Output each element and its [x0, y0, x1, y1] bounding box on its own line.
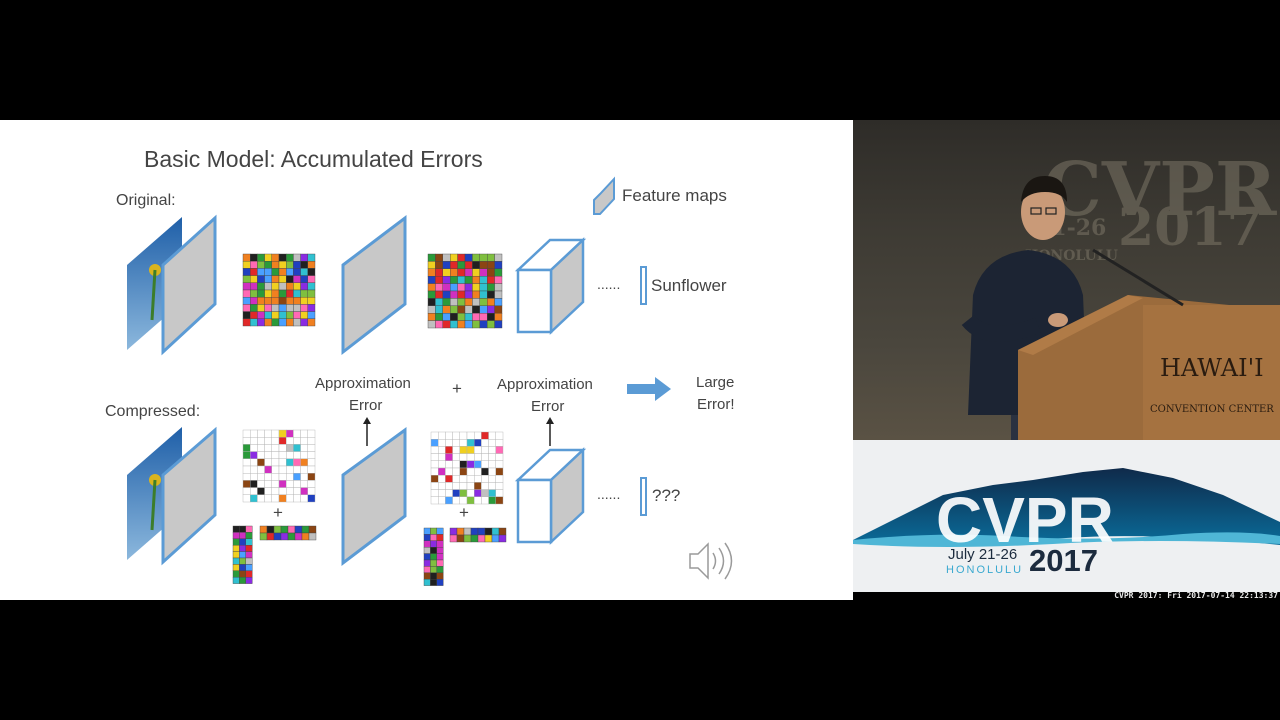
backdrop-year: 2017	[1118, 197, 1263, 258]
legend-label: Feature maps	[622, 186, 727, 205]
plus-between-errors: +	[452, 379, 462, 398]
banner-city: HONOLULU	[946, 564, 1023, 576]
sparse-matrix-2	[430, 431, 504, 505]
mountain-graphic	[853, 468, 1280, 545]
banner-year: 2017	[1029, 543, 1098, 578]
original-row-label: Original:	[116, 192, 176, 209]
plus-below-grid-2: +	[459, 503, 469, 522]
cvpr-banner: CVPR July 21-26 HONOLULU 2017	[853, 440, 1280, 592]
feature-cube-top	[514, 237, 587, 335]
feature-map-1-top	[161, 214, 217, 356]
input-image-compressed	[127, 427, 182, 560]
ellipsis-bottom: ......	[597, 486, 621, 502]
feature-cube-bottom	[514, 447, 587, 545]
banner-dates: July 21-26	[948, 546, 1017, 563]
result-line2: Error!	[697, 396, 735, 413]
slide-title: Basic Model: Accumulated Errors	[144, 146, 483, 172]
podium-title: HAWAI'I	[1160, 354, 1264, 382]
compressed-row-label: Compressed:	[105, 403, 201, 420]
weight-matrix-1-top	[242, 253, 316, 327]
podium-subtitle: CONVENTION CENTER	[1150, 404, 1274, 415]
presentation-slide: Basic Model: Accumulated Errors Original…	[0, 120, 853, 600]
sparse-matrix-1	[242, 429, 316, 503]
banner-brand: CVPR	[936, 484, 1114, 556]
feature-map-legend-icon	[593, 176, 615, 215]
feature-map-1-bottom	[161, 426, 217, 566]
ellipsis-top: ......	[597, 276, 621, 292]
podium: HAWAI'I CONVENTION CENTER	[1018, 248, 1280, 440]
approx-error-arrow-1	[363, 417, 371, 446]
output-label-top: Sunflower	[651, 276, 727, 295]
speaker-icon	[689, 542, 733, 580]
feature-map-2-top	[341, 214, 407, 356]
output-label-bottom: ???	[652, 486, 681, 505]
approx-error-2-line2: Error	[531, 398, 565, 415]
backdrop-logo: CVPR	[1043, 147, 1277, 233]
result-line1: Large	[696, 374, 735, 391]
output-vector-top	[640, 266, 647, 305]
wave-graphic	[853, 532, 1280, 547]
input-image-original	[127, 217, 182, 350]
approx-error-2-line1: Approximation	[497, 376, 593, 393]
approx-error-arrow-2	[546, 417, 554, 446]
slide-diagram	[127, 176, 733, 586]
approx-error-1-line1: Approximation	[315, 375, 411, 392]
timestamp-overlay: CVPR 2017: Fri 2017-07-14 22:13:37	[1114, 591, 1278, 600]
lowrank-col-2	[423, 527, 444, 586]
result-arrow-icon	[627, 377, 671, 401]
output-vector-bottom	[640, 477, 647, 516]
lowrank-col-1	[232, 525, 253, 584]
speaker-video: CVPR 2017 21-26 HONOLULU HAWAI'I CONVENT…	[853, 120, 1280, 440]
plus-below-grid-1: +	[273, 503, 283, 522]
lowrank-row-1	[259, 525, 317, 541]
feature-map-2-bottom	[341, 427, 407, 567]
weight-matrix-2-top	[427, 253, 503, 329]
lowrank-row-2	[449, 527, 507, 543]
approx-error-1-line2: Error	[349, 397, 383, 414]
